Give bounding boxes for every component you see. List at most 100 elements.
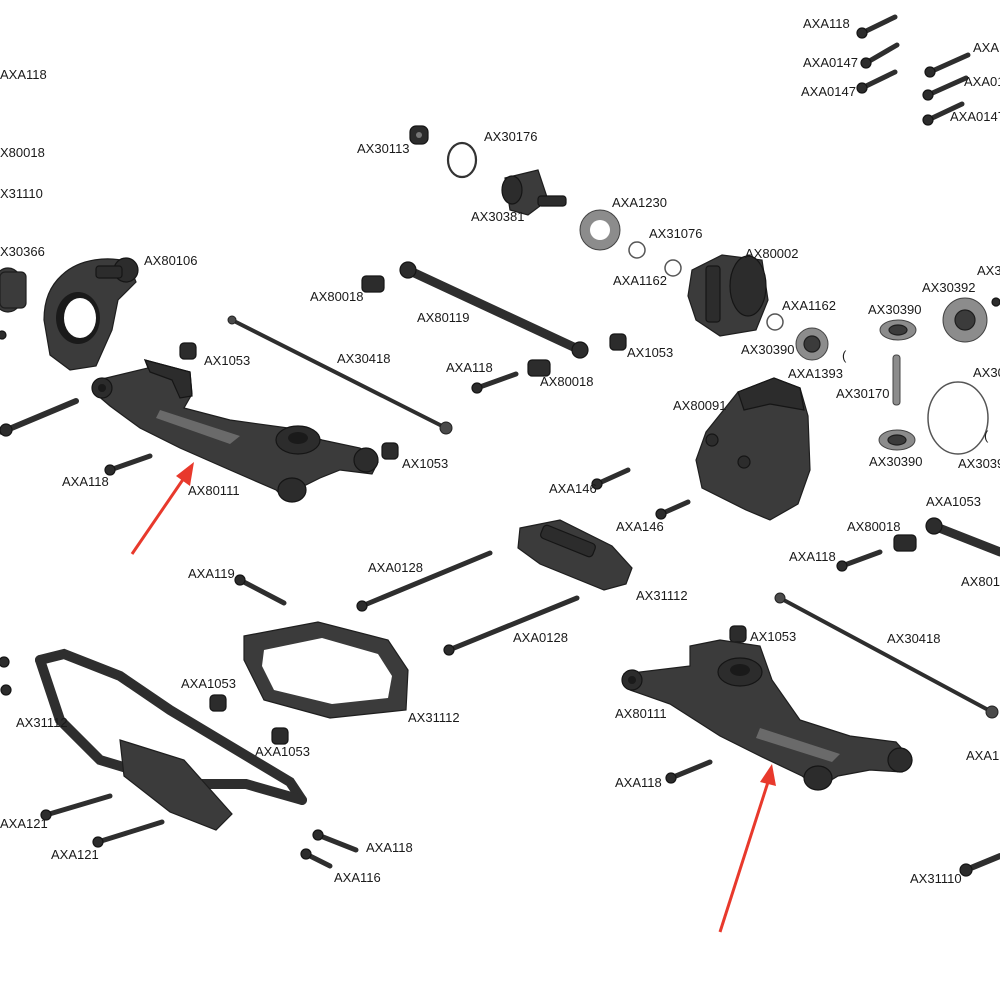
label-axa146: AXA146 [616, 519, 664, 534]
gearbox-cover [695, 377, 811, 521]
label-ax30390: AX30390 [741, 342, 795, 357]
label-ax80018: AX80018 [540, 374, 594, 389]
label-ax80091: AX80091 [673, 398, 727, 413]
bearing-and-shims [579, 209, 784, 331]
label-axa1393: AXA1393 [788, 366, 843, 381]
bumper-mount [243, 621, 409, 719]
bushings [361, 275, 917, 552]
label-ax31112: AX31112 [408, 710, 460, 725]
label-ax31112: AX31112 [16, 715, 68, 730]
label-axa1053: AXA1053 [926, 494, 981, 509]
label-axa146: AXA146 [549, 481, 597, 496]
lower-suspension-arm-left [91, 359, 379, 503]
label-ax31076: AX31076 [649, 226, 703, 241]
label-axa01: AXA01 [964, 74, 1000, 89]
label-ax31110: X31110 [0, 186, 43, 201]
label-ax1053: AX1053 [402, 456, 448, 471]
suspension-link-upper [399, 261, 589, 359]
label-ax80119: AX80119 [417, 310, 470, 325]
label-axa118: AXA118 [446, 360, 493, 375]
diff-gears: ( ( [795, 297, 1000, 455]
label-ax30418: AX30418 [337, 351, 391, 366]
label-ax80018: AX80018 [847, 519, 901, 534]
screws-axa146 [591, 467, 691, 520]
hub-carrier [43, 257, 139, 371]
lower-suspension-arm-right [621, 639, 913, 791]
battery-holder [517, 519, 633, 591]
label-axa0147: AXA0147 [801, 84, 856, 99]
diff-housing [687, 254, 769, 337]
label-axa118: AXA118 [789, 549, 836, 564]
label-axa121: AXA121 [51, 847, 99, 862]
label-ax30381: AX30381 [471, 209, 525, 224]
label-ax31112: AX31112 [636, 588, 688, 603]
label-ax30176: AX30176 [484, 129, 538, 144]
nuts [179, 125, 747, 745]
part-labels: AXA118 AXA0147 AXA0147 AXA118 AXA118 AXA… [0, 16, 1000, 886]
screws-axa118 [104, 371, 883, 869]
label-ax30390: AX30390 [869, 454, 923, 469]
left-edge-parts [0, 267, 79, 696]
long-screws-axa0128 [356, 550, 580, 656]
label-ax80002: AX80002 [745, 246, 799, 261]
label-axa1053: AX1053 [627, 345, 673, 360]
label-axa0147: AXA0147 [803, 55, 858, 70]
screws-axa121 [40, 793, 165, 848]
label-ax30418: AX30418 [887, 631, 941, 646]
label-ax80018: X80018 [0, 145, 45, 160]
label-axa1162: AXA1162 [613, 273, 667, 288]
label-axa118: AXA118 [366, 840, 413, 855]
screw-axa119 [234, 574, 287, 606]
label-axa1053: AXA1053 [255, 744, 310, 759]
screw [856, 69, 898, 94]
label-ax1053: AX1053 [750, 629, 796, 644]
label-ax30392: AX30392 [922, 280, 976, 295]
red-arrow-right [718, 764, 776, 933]
label-axa118: AXA118 [0, 67, 47, 82]
label-ax30: AX30 [973, 365, 1000, 380]
diff-output-parts [446, 141, 567, 216]
label-ax30113: AX30113 [357, 141, 410, 156]
label-axa116: AXA116 [334, 870, 381, 885]
label-axa0147: AXA0147 [950, 109, 1000, 124]
red-arrow-left [130, 462, 194, 555]
label-ax80106: AX80106 [144, 253, 198, 268]
clip-glyph: ( [842, 348, 847, 363]
drive-shaft-upper [227, 315, 453, 435]
label-axa118: AXA118 [62, 474, 109, 489]
screw [860, 42, 900, 69]
label-axa118: AXA118 [615, 775, 662, 790]
label-axa1: AXA1 [966, 748, 999, 763]
label-axa0128: AXA0128 [513, 630, 568, 645]
screw [856, 14, 898, 39]
label-ax30170: AX30170 [836, 386, 890, 401]
label-ax30366: X30366 [0, 244, 45, 259]
front-bumper [35, 648, 307, 831]
screw-ax31110 [959, 853, 1000, 877]
label-ax30390: AX30390 [868, 302, 922, 317]
suspension-link-right [925, 517, 1000, 557]
label-axa1162: AXA1162 [782, 298, 836, 313]
label-ax80111: AX80111 [188, 483, 240, 498]
clip-glyph-2: ( [984, 428, 989, 443]
label-ax1053: AX1053 [204, 353, 250, 368]
drive-shaft-lower [774, 592, 999, 719]
label-ax801: AX801 [961, 574, 1000, 589]
label-ax80111: AX80111 [615, 706, 667, 721]
label-axa118: AXA118 [973, 40, 1000, 55]
screw [922, 75, 969, 101]
label-ax31110: AX31110 [910, 871, 962, 886]
label-axa1230: AXA1230 [612, 195, 667, 210]
label-axa1053: AXA1053 [181, 676, 236, 691]
screw [922, 101, 965, 126]
screw [924, 52, 971, 78]
label-ax3: AX3 [977, 263, 1000, 278]
label-ax80018: AX80018 [310, 289, 364, 304]
label-axa0128: AXA0128 [368, 560, 423, 575]
label-axa119: AXA119 [188, 566, 235, 581]
label-axa121: AXA121 [0, 816, 48, 831]
label-ax3039: AX3039 [958, 456, 1000, 471]
screw-group-top-right [856, 14, 971, 126]
label-axa118: AXA118 [803, 16, 850, 31]
